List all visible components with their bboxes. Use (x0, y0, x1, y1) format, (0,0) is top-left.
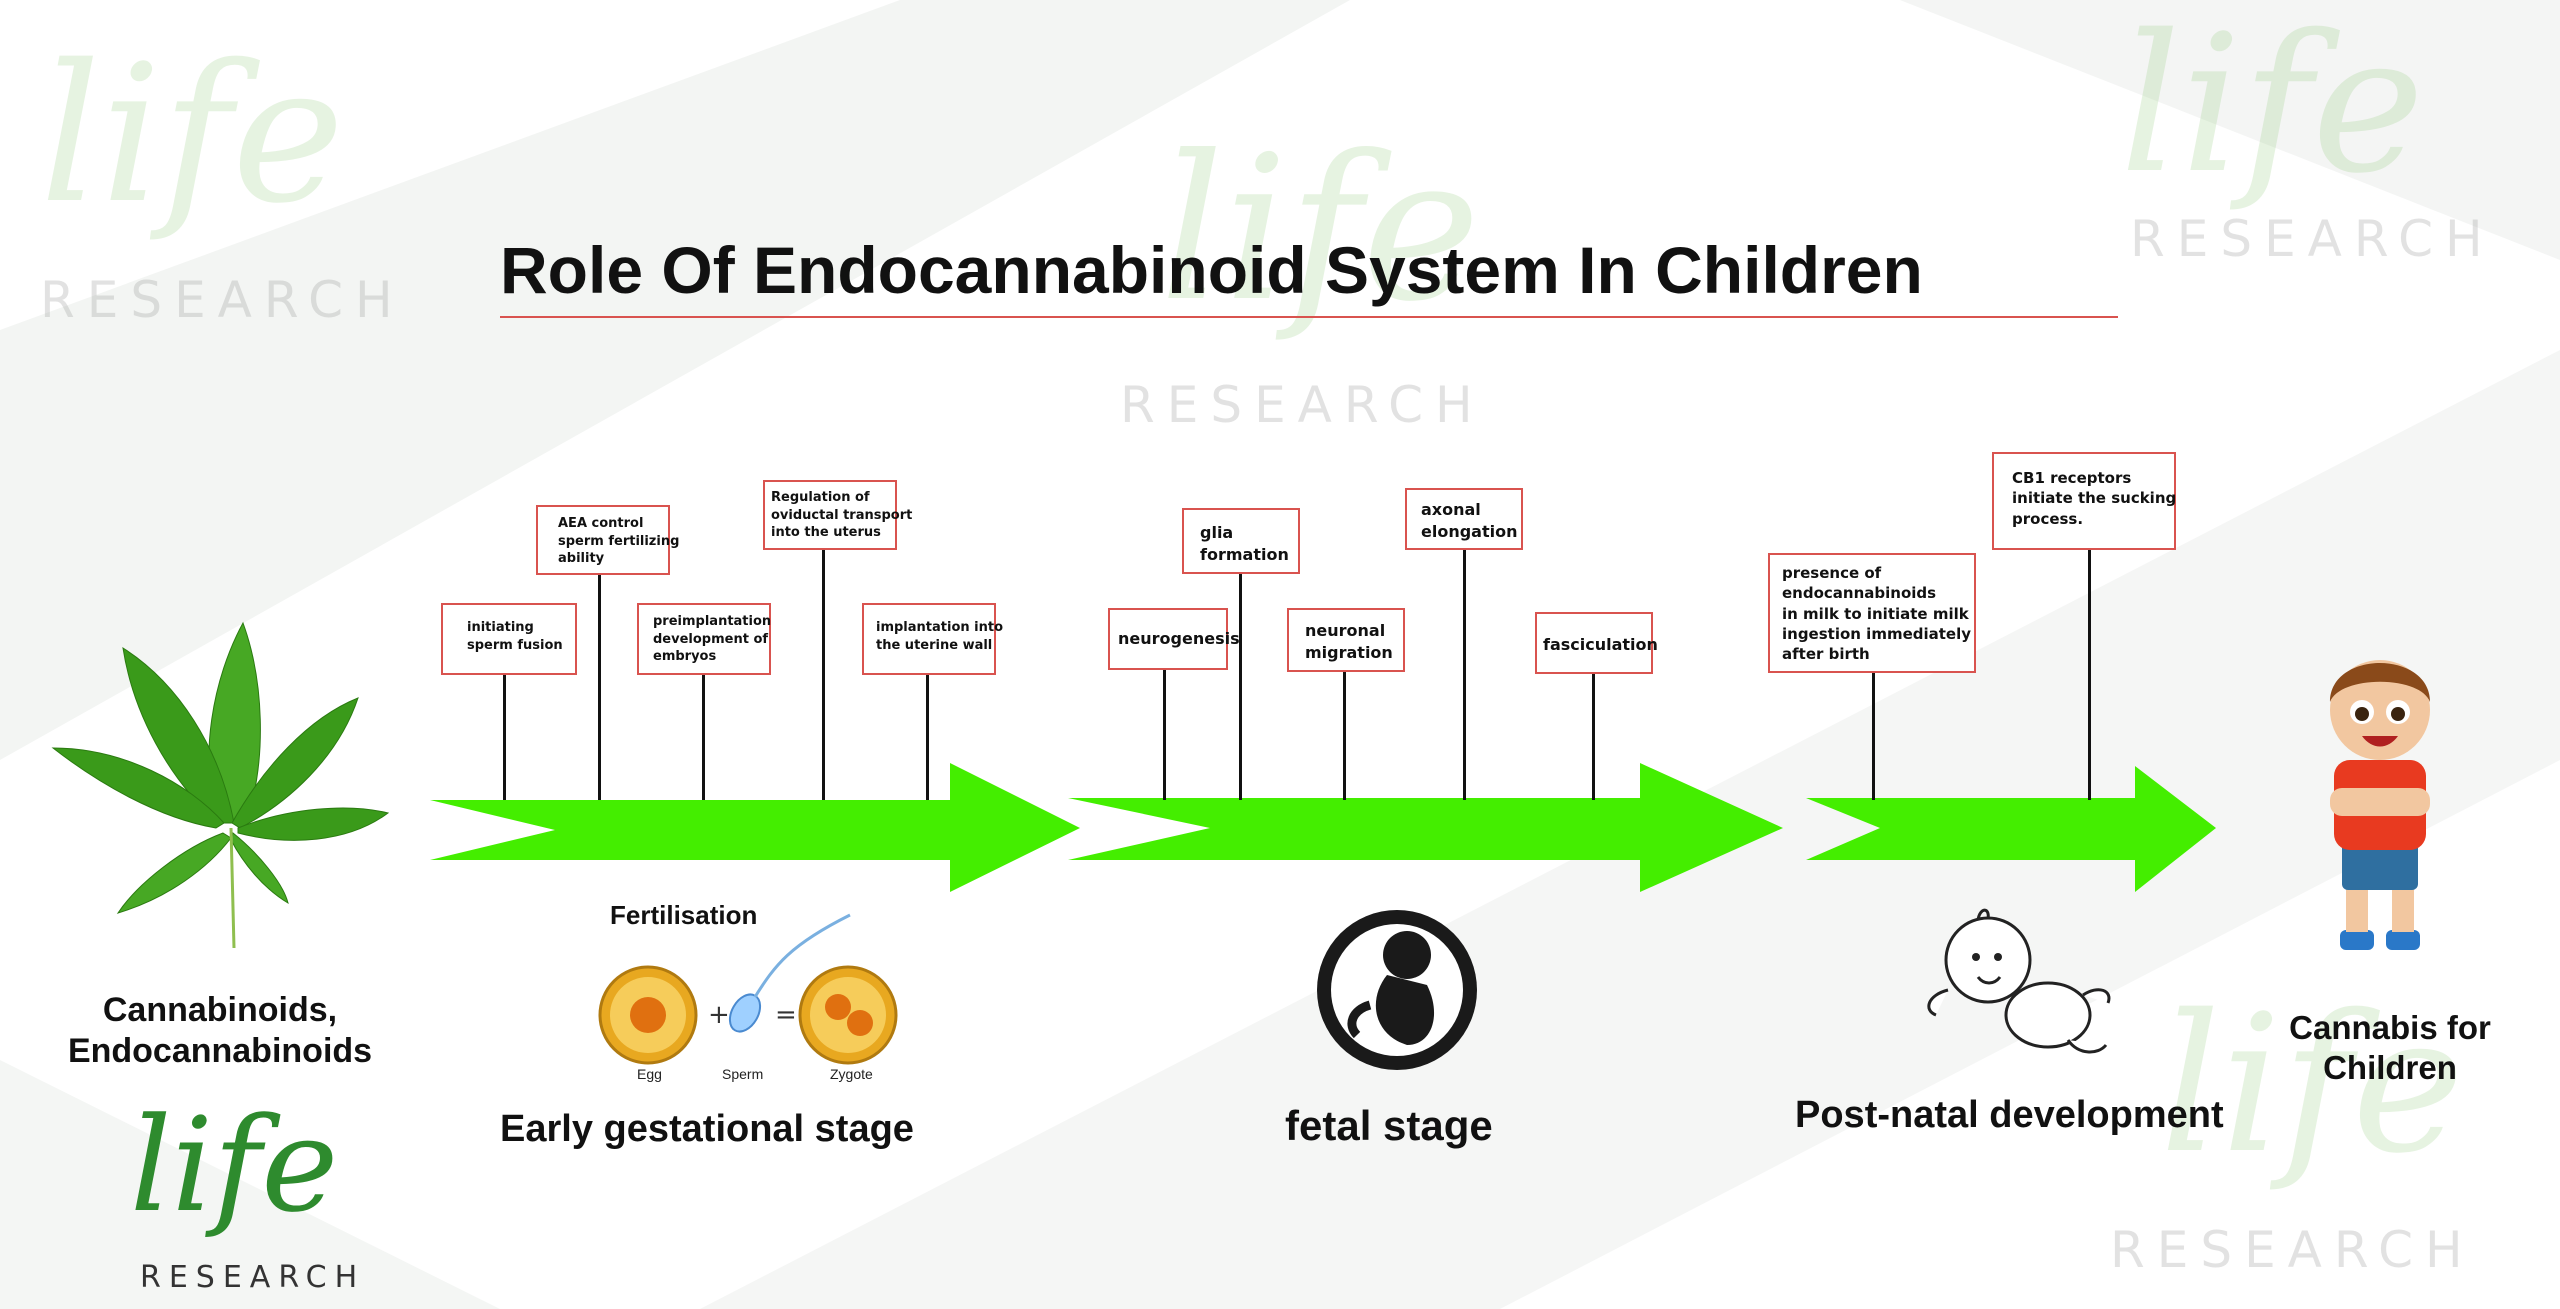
watermark-research: RESEARCH (2110, 1221, 2475, 1279)
event-label: neuronal migration (1287, 608, 1405, 672)
timeline-arrow-fetal (1068, 763, 1783, 892)
cannabis-leaf-icon (51, 621, 390, 948)
event-stem (1463, 548, 1466, 800)
svg-text:=: = (775, 1000, 797, 1030)
event-stem (2088, 548, 2091, 800)
watermark-life: life (2120, 0, 2425, 215)
event-label: CB1 receptors initiate the sucking proce… (1992, 452, 2176, 550)
timeline-arrow-postnatal (1806, 766, 2216, 892)
watermark-research: RESEARCH (2130, 210, 2495, 268)
event-label: glia formation (1182, 508, 1300, 574)
event-stem (822, 548, 825, 800)
fetus-icon (1317, 910, 1477, 1070)
event-label: fasciculation (1535, 612, 1658, 674)
watermark-research: RESEARCH (40, 271, 405, 329)
event-stem (1872, 672, 1875, 800)
early-gestational-stage-label: Early gestational stage (500, 1108, 914, 1150)
event-stem (503, 672, 506, 800)
watermark-life: life (1160, 113, 1481, 346)
fertilisation-illustration: + = (598, 913, 898, 1065)
event-stem (598, 572, 601, 800)
event-stem (1592, 672, 1595, 800)
zygote-caption: Zygote (830, 1066, 873, 1082)
sperm-icon (728, 913, 851, 1033)
life-logo-icon: life (130, 1089, 339, 1241)
cannabis-for-children-label: Cannabis for Children (2289, 1009, 2491, 1086)
research-logo-text: RESEARCH (140, 1260, 366, 1295)
cannabinoids-label: Cannabinoids, Endocannabinoids (67, 991, 373, 1070)
title-underline (500, 316, 2118, 318)
event-label: implantation into the uterine wall (862, 603, 1003, 675)
event-stem (1343, 670, 1346, 800)
svg-text:+: + (708, 1000, 730, 1030)
watermark-life: life (40, 24, 345, 245)
timeline-arrow-early (430, 763, 1080, 892)
event-label: presence of endocannabinoids in milk to … (1768, 553, 1976, 673)
zygote-icon (798, 965, 898, 1065)
egg-icon (598, 965, 698, 1065)
fetal-stage-label: fetal stage (1285, 1102, 1493, 1149)
event-stem (702, 672, 705, 800)
post-natal-development-label: Post-natal development (1795, 1094, 2224, 1136)
egg-caption: Egg (637, 1066, 662, 1082)
sperm-caption: Sperm (722, 1066, 764, 1082)
page-title: Role Of Endocannabinoid System In Childr… (500, 233, 1923, 307)
event-label: axonal elongation (1405, 488, 1523, 550)
event-label: neurogenesis (1108, 608, 1240, 670)
watermark-research: RESEARCH (1120, 376, 1485, 434)
event-label: Regulation of oviductal transport into t… (763, 480, 912, 550)
watermark-life: life (2160, 974, 2465, 1195)
event-label: preimplantation development of embryos (637, 603, 771, 675)
baby-icon (1927, 908, 2111, 1054)
event-stem (926, 672, 929, 800)
event-label: AEA control sperm fertilizing ability (536, 505, 679, 575)
fertilisation-title: Fertilisation (610, 900, 758, 930)
event-stem (1239, 572, 1242, 800)
event-label: initiating sperm fusion (441, 603, 577, 675)
child-icon (2330, 660, 2430, 950)
event-stem (1163, 668, 1166, 800)
